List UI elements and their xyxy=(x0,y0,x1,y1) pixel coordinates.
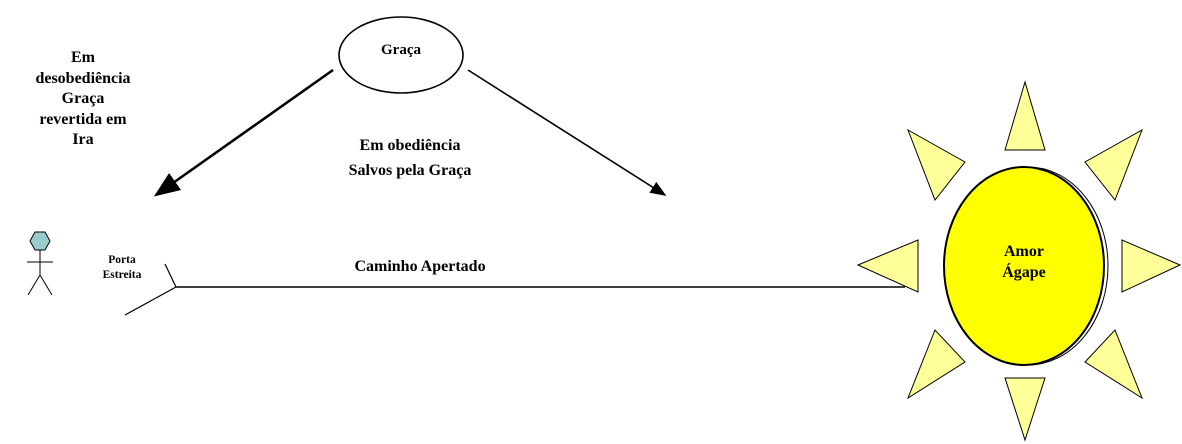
narrow-gate xyxy=(124,263,177,316)
disobedience-arrow xyxy=(153,68,334,197)
path-label: Caminho Apertado xyxy=(354,258,486,275)
obedience-label: Em obediência Salvos pela Graça xyxy=(348,137,472,179)
sun-rays xyxy=(856,80,1182,442)
sun-label: Amor Ágape xyxy=(1002,243,1046,281)
sun-body xyxy=(943,166,1105,366)
obedience-arrow xyxy=(467,69,667,196)
grace-label: Graça xyxy=(381,42,421,58)
gate-label: Porta Estreita xyxy=(102,254,142,281)
disobedience-label: Em desobediência Graça revertida em Ira xyxy=(35,49,131,148)
person-figure xyxy=(27,231,53,296)
grace-node xyxy=(338,16,464,94)
